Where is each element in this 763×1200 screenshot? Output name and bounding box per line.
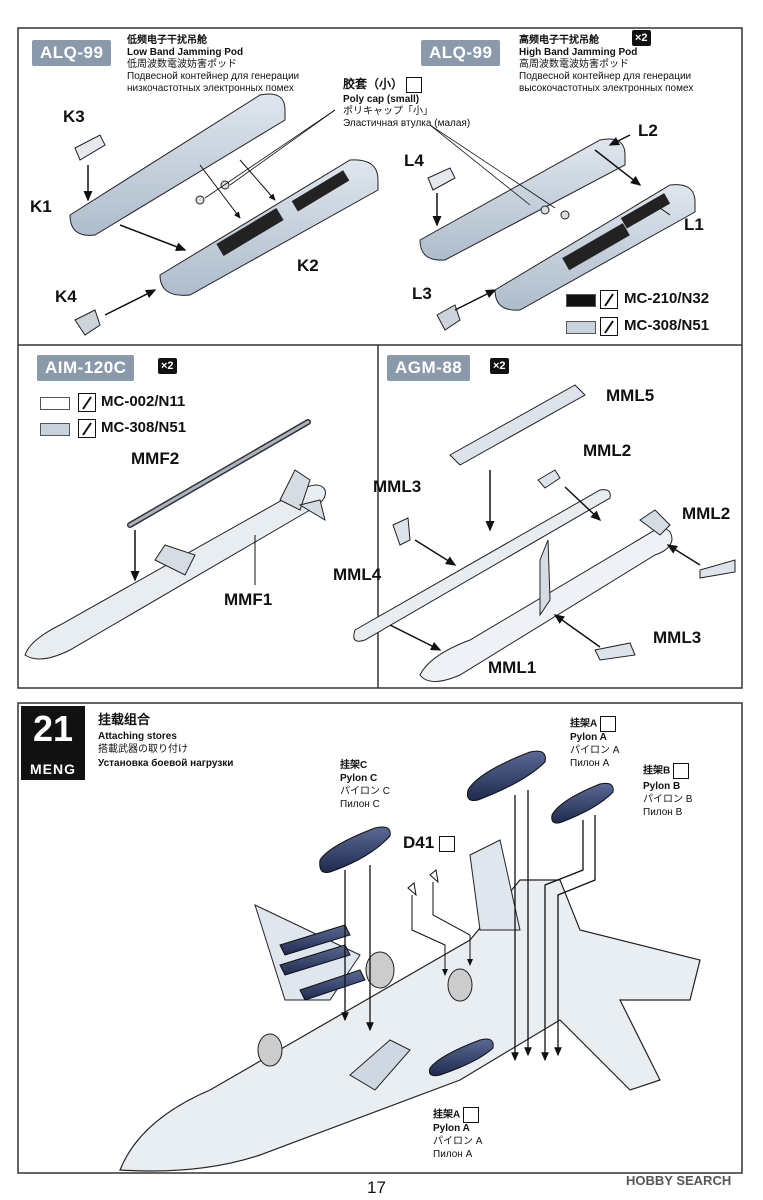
part-label-k1: K1: [30, 197, 52, 216]
part-label-k2: K2: [297, 256, 319, 275]
paint-brush-icon: [78, 393, 96, 412]
color-swatch-mc308: [566, 321, 596, 334]
polycap-icon: [599, 716, 616, 732]
part-label-d41: D41: [403, 833, 455, 853]
color-code-mc002: MC-002/N11: [101, 393, 186, 410]
part-label-l3: L3: [412, 284, 432, 303]
pylon-a-top-ru: Пилон A: [570, 758, 610, 769]
aircraft-drawing: [119, 750, 701, 1172]
pylon-a-top-jp: パイロン A: [570, 745, 620, 756]
alq99-low-band-pod-drawing: [69, 93, 379, 336]
alq99-high-multiplier: ×2: [632, 30, 651, 46]
alq99-low-header: ALQ-99: [32, 40, 112, 66]
part-label-k3: K3: [63, 107, 85, 126]
agm88-multiplier: ×2: [490, 358, 509, 374]
part-label-mml3: MML3: [373, 477, 422, 496]
part-label-k4: K4: [55, 287, 77, 306]
page-number: 17: [367, 1178, 386, 1197]
color-code-mc308: MC-308/N51: [624, 317, 710, 334]
paint-brush-icon: [600, 317, 618, 336]
color-swatch-mc308: [40, 423, 70, 436]
pylon-a-bottom-en: Pylon A: [433, 1123, 470, 1134]
polycap-icon: [462, 1107, 479, 1123]
pylon-c-cn: 挂架C: [340, 760, 368, 771]
part-label-mml1: MML1: [488, 658, 537, 677]
aim120-header: AIM-120C: [37, 355, 135, 381]
part-label-l1: L1: [684, 215, 704, 234]
color-swatch-mc002: [40, 397, 70, 410]
pylon-b-cn: 挂架B: [643, 763, 690, 779]
pylon-b-ru: Пилон B: [643, 807, 683, 818]
pylon-a-bottom-cn: 挂架A: [433, 1107, 479, 1123]
pylon-a-bottom-jp: パイロン A: [433, 1136, 483, 1147]
paint-brush-icon: [600, 290, 618, 309]
alq99-high-name-cn: 高频电子干扰吊舱: [519, 35, 599, 46]
part-label-mml3: MML3: [653, 628, 702, 647]
part-label-l4: L4: [404, 151, 424, 170]
alq99-high-name-en: High Band Jamming Pod: [519, 47, 638, 58]
step21-frame: [17, 702, 743, 1174]
polycap-icon: [438, 835, 455, 852]
step-title-jp: 搭載武器の取り付け: [98, 744, 188, 755]
alq99-low-name-jp: 低周波数電波妨害ポッド: [127, 59, 237, 70]
step-title-en: Attaching stores: [98, 731, 177, 742]
alq99-high-band-pod-drawing: [419, 124, 696, 331]
alq99-low-name-ru1: Подвесной контейнер для генерации: [127, 71, 300, 82]
watermark: HOBBY SEARCH: [626, 1173, 732, 1188]
pylon-c-jp: パイロン C: [340, 786, 390, 797]
alq99-high-name-jp: 高周波数電波妨害ポッド: [519, 59, 629, 70]
color-code-mc308: MC-308/N51: [101, 419, 187, 436]
pylon-a-top-en: Pylon A: [570, 732, 607, 743]
aim120-missile-drawing: [24, 419, 326, 660]
aim120-multiplier: ×2: [158, 358, 177, 374]
color-swatch-mc210: [566, 294, 596, 307]
step-badge: 21 MENG: [21, 706, 85, 780]
pylon-a-top-cn: 挂架A: [570, 716, 616, 732]
pylon-c-ru: Пилон C: [340, 799, 380, 810]
paint-brush-icon: [78, 419, 96, 438]
part-label-mml5: MML5: [606, 386, 655, 405]
step-title-ru: Установка боевой нагрузки: [98, 758, 234, 769]
pylon-b-en: Pylon B: [643, 781, 681, 792]
polycap-jp: ポリキャップ「小」: [343, 106, 433, 117]
pylon-a-bottom-ru: Пилон A: [433, 1149, 473, 1160]
agm88-missile-drawing: [353, 384, 736, 682]
part-label-mmf2: MMF2: [131, 449, 180, 468]
alq99-low-name-cn: 低频电子干扰吊舱: [127, 35, 207, 46]
polycap-icon: [406, 77, 423, 93]
step-number: 21: [32, 708, 74, 749]
brand-logo: MENG: [30, 761, 76, 777]
alq99-high-name-ru2: высокочастотных электронных помех: [519, 83, 694, 94]
step-title-cn: 挂载组合: [98, 712, 151, 727]
pylon-c-en: Pylon C: [340, 773, 378, 784]
polycap-en: Poly cap (small): [343, 94, 420, 105]
color-code-mc210: MC-210/N32: [624, 290, 710, 307]
part-label-mmf1: MMF1: [224, 590, 273, 609]
pylon-b-jp: パイロン B: [643, 794, 693, 805]
polycap-cn: 胶套（小）: [343, 77, 423, 93]
polycap-icon: [673, 763, 690, 779]
polycap-ru: Эластичная втулка (малая): [343, 118, 471, 129]
part-label-l2: L2: [638, 121, 658, 140]
part-label-mml2: MML2: [583, 441, 632, 460]
alq99-high-name-ru1: Подвесной контейнер для генерации: [519, 71, 692, 82]
alq99-low-name-ru2: низкочастотных электронных помех: [127, 83, 294, 94]
part-label-mml4: MML4: [333, 565, 382, 584]
agm88-header: AGM-88: [387, 355, 471, 381]
alq99-high-header: ALQ-99: [421, 40, 501, 66]
part-label-mml2: MML2: [682, 504, 731, 523]
alq99-low-name-en: Low Band Jamming Pod: [127, 47, 244, 58]
